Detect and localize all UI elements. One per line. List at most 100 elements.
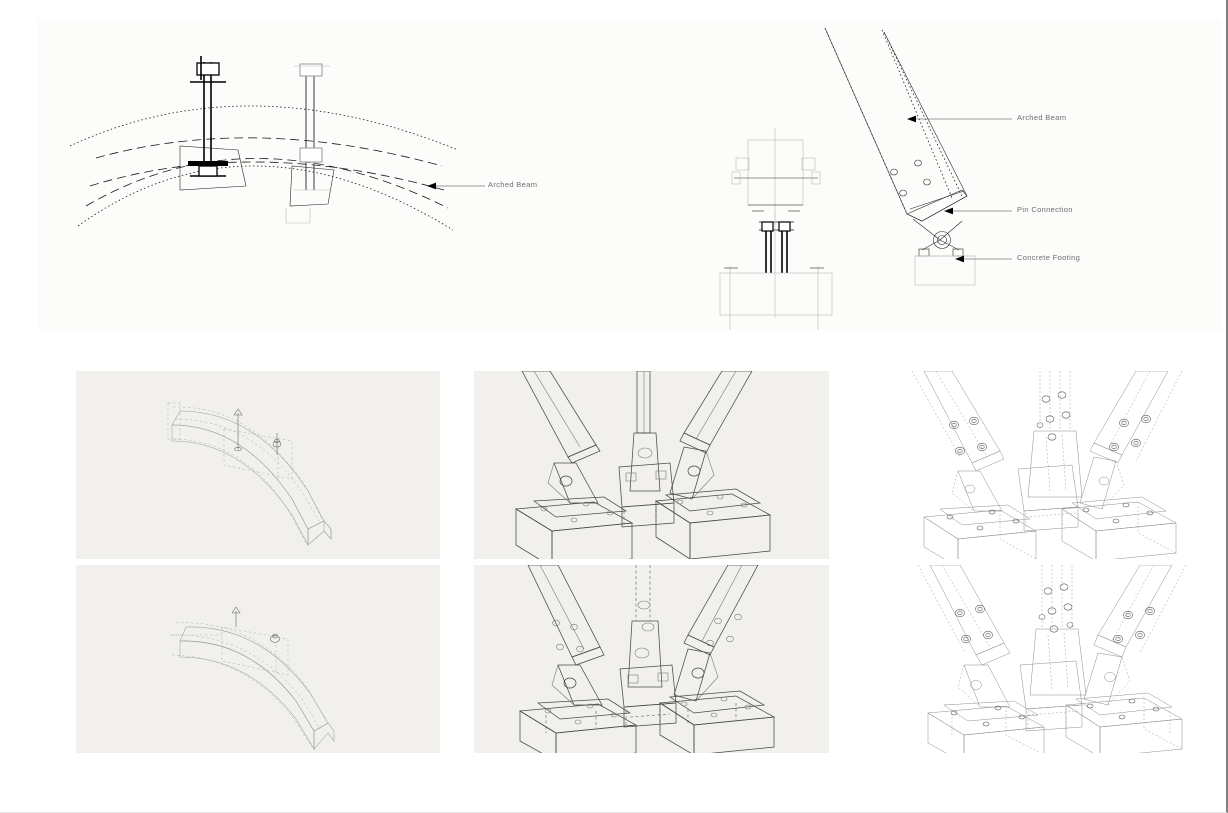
splice-plate-box-2	[221, 626, 289, 676]
top-right-detail-geometry	[719, 27, 1012, 330]
left-column-assembly-hidden	[518, 565, 638, 753]
beam-bolt-holes	[890, 159, 931, 197]
left-footing-top	[514, 501, 634, 532]
right-column-rib	[695, 371, 737, 440]
concrete-footing	[914, 255, 976, 286]
construction-arc-3	[173, 438, 307, 544]
base-connection-iso-hidden[interactable]	[474, 565, 829, 753]
left-gusset-web	[547, 462, 571, 504]
wf2-left-bolts	[955, 604, 993, 644]
top-detail-band[interactable]	[38, 18, 622, 330]
annotation-arched-beam-right: Arched Beam	[1017, 113, 1067, 122]
splice-plate-box	[223, 428, 293, 480]
construction-arc-6	[171, 654, 313, 748]
center-footing	[621, 502, 675, 528]
arched-beam-splice-elevation	[69, 56, 459, 231]
base-connection-geometry-2	[518, 565, 776, 753]
right-footing-front-face	[689, 514, 771, 559]
center-post-shaft	[636, 371, 651, 434]
base-connection-wireframe-top[interactable]	[900, 371, 1222, 559]
arched-beam-iso-hidden-line[interactable]	[76, 565, 440, 753]
beam-end-face	[323, 520, 332, 540]
base-connection-wireframe-bot[interactable]	[900, 565, 1222, 753]
pin-circle-outer	[933, 231, 951, 249]
arched-beam-iso-shaded[interactable]	[76, 371, 440, 559]
leader-arched-beam-right	[907, 115, 1012, 123]
iso-bolt-3	[231, 606, 241, 627]
beam-bottom-face-arc	[95, 137, 443, 167]
wireframe-geometry-2	[917, 565, 1187, 753]
right-column-endplate	[679, 432, 711, 454]
top-right-detail-band[interactable]: Arched Beam Pin Connection Concrete Foot…	[622, 18, 1222, 330]
leader-pin-connection	[944, 207, 1012, 215]
beam-bottom-end	[307, 520, 332, 546]
wf2-center-bolts	[1038, 583, 1074, 633]
leader-arched-beam-left	[427, 182, 485, 190]
center-splice-body	[629, 432, 661, 492]
annotation-concrete-footing: Concrete Footing	[1017, 253, 1081, 262]
left-column-endplate	[567, 444, 601, 464]
inclined-beam-centerline	[881, 29, 953, 199]
construction-arc-1	[172, 406, 323, 520]
inclined-beam-right-edge	[883, 31, 963, 197]
column-base-front-elevation	[719, 128, 833, 330]
iso-bolt-2	[272, 433, 282, 455]
pin-connector	[912, 218, 964, 257]
construction-arc-4	[175, 622, 327, 722]
bolt-assembly-left	[188, 56, 228, 177]
annotation-pin-connection: Pin Connection	[1017, 205, 1073, 214]
left-footing-front-face	[551, 522, 633, 559]
wf-right-bolts	[1109, 414, 1151, 452]
center-pin-hole	[637, 447, 653, 459]
left-column-assembly	[514, 371, 634, 559]
wf-center-post	[1017, 371, 1083, 532]
right-column-shaft	[683, 371, 753, 446]
wf2-right-bolts	[1113, 606, 1155, 644]
anchor-rods	[759, 221, 794, 273]
left-column-rib	[533, 371, 581, 448]
arched-beam-iso-geometry-1	[167, 402, 332, 546]
left-gusset	[553, 462, 599, 504]
wf-left-bolts	[949, 416, 987, 456]
beam-top-face-arc	[85, 158, 449, 209]
wf-right-column	[1061, 371, 1183, 559]
inclined-beam-body	[824, 27, 968, 222]
leader-line	[427, 182, 485, 190]
beam-side-face-2	[179, 640, 315, 750]
right-gusset-web	[691, 450, 715, 500]
annotation-arched-beam-left: Arched Beam	[488, 180, 538, 189]
pin-circle-inner	[937, 235, 947, 245]
right-gusset	[669, 446, 707, 500]
beam-end-face-2	[313, 722, 335, 750]
beam-side-face	[171, 424, 309, 546]
beam-mid-arc	[89, 161, 445, 191]
construction-arc-2	[174, 418, 321, 524]
wireframe-geometry-1	[911, 371, 1183, 559]
wf2-center-post	[1019, 565, 1087, 732]
beam-end-plate	[906, 189, 968, 222]
wf2-right-column	[1065, 565, 1187, 753]
right-column-assembly	[654, 371, 772, 559]
center-post-assembly	[618, 371, 675, 528]
left-footing-left-face	[515, 508, 553, 559]
splice-bracket-ghost	[285, 208, 311, 224]
leader-concrete-footing	[955, 255, 1012, 263]
right-footing-left-face	[655, 500, 691, 559]
construction-arc-5	[171, 634, 321, 730]
left-column-shaft	[521, 371, 597, 458]
bolt-assembly-right	[294, 63, 330, 191]
base-connection-iso-shaded[interactable]	[474, 371, 829, 559]
footing-block-front	[719, 272, 833, 316]
wf-left-column	[911, 371, 1037, 559]
right-bolt-holes	[706, 613, 742, 647]
gusset-right	[939, 220, 963, 251]
wf2-left-column	[917, 565, 1045, 753]
gusset-left	[912, 218, 941, 251]
left-base-plate	[532, 496, 628, 518]
center-post-assembly-hidden	[619, 565, 677, 728]
right-column-assembly-hidden	[658, 565, 776, 753]
base-connection-geometry-1	[514, 371, 772, 559]
splice-plate-left	[179, 145, 247, 191]
left-pin-hole	[559, 475, 573, 487]
